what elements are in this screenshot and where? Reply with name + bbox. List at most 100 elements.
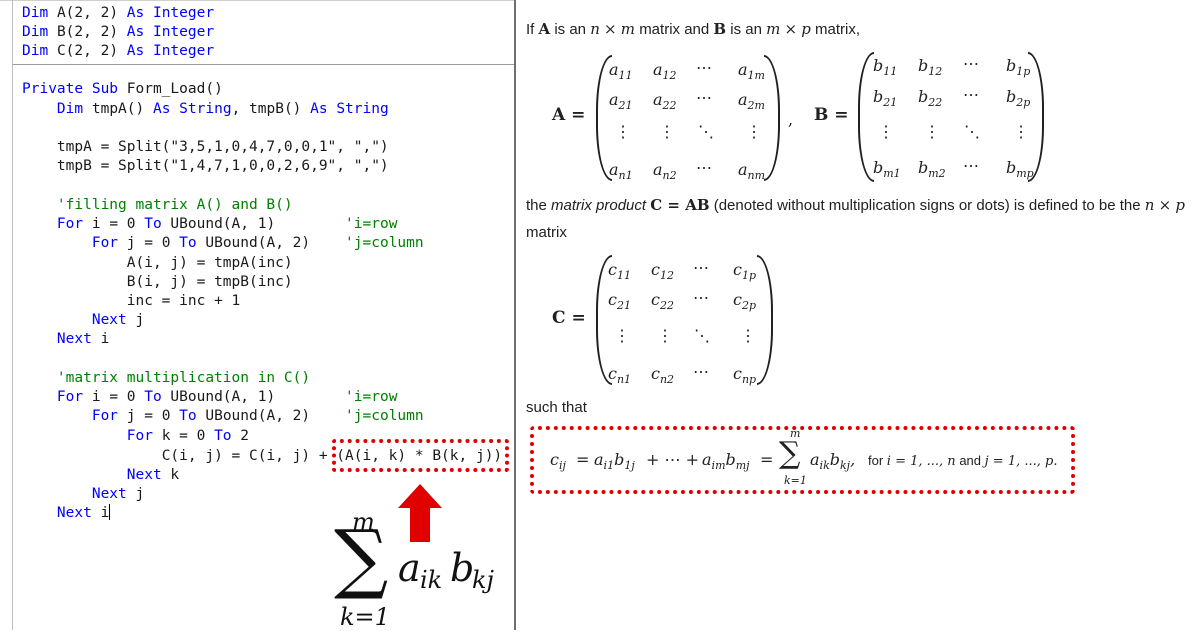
left-paren [858, 52, 874, 182]
sigma-symbol: ∑ [334, 513, 389, 602]
highlighted-expression: (A(i, k) * B(k, j)) [336, 448, 503, 464]
text: and [959, 453, 982, 468]
code-line-comment-mult[interactable]: 'matrix multiplication in C() [22, 369, 310, 388]
keyword: Dim [22, 24, 49, 40]
editor-top-border [0, 0, 514, 1]
math: n [1144, 196, 1155, 214]
procedure-separator [13, 64, 514, 65]
math: C = AB [650, 196, 710, 214]
code-line-for-i[interactable]: For i = 0 To UBound(A, 1) 'i=row [22, 215, 398, 234]
code-line-dim-tmp[interactable]: Dim tmpA() As String, tmpB() As String [22, 100, 389, 119]
formula-range-text: for i = 1, ..., n and j = 1, ..., p. [868, 453, 1057, 469]
code-line-dim-c[interactable]: Dim C(2, 2) As Integer [22, 42, 214, 61]
keyword: Dim [22, 43, 49, 59]
code-line-tmpb[interactable]: tmpB = Split("1,4,7,1,0,0,2,6,9", ",") [22, 157, 389, 176]
comment: 'i=row [345, 216, 398, 232]
matrix-c-label: C = [552, 308, 586, 328]
text: If [526, 21, 535, 38]
keyword: For [56, 389, 84, 405]
code-line-dim-a[interactable]: Dim A(2, 2) As Integer [22, 4, 214, 23]
code-editor[interactable]: Dim A(2, 2) As Integer Dim B(2, 2) As In… [0, 0, 514, 631]
text: matrix, [815, 21, 861, 38]
keyword: For [91, 235, 119, 251]
identifier: UBound(A, 2) [196, 235, 311, 251]
text: the [526, 197, 547, 214]
code-line-next-j[interactable]: Next j [22, 311, 144, 330]
comma: , [788, 110, 794, 129]
text: is an [554, 21, 587, 38]
code-line-for-j[interactable]: For j = 0 To UBound(A, 2) 'j=column [22, 234, 424, 253]
identifier: UBound(A, 1) [161, 389, 276, 405]
code-line-dim-b[interactable]: Dim B(2, 2) As Integer [22, 23, 214, 42]
sum-term-a-subscript: ik [420, 566, 443, 594]
keyword: Dim [22, 5, 49, 21]
red-up-arrow-icon [398, 484, 442, 542]
pane-divider[interactable] [514, 0, 516, 630]
emphasis-text: matrix product [551, 197, 647, 214]
code-line-for-k[interactable]: For k = 0 To 2 [22, 427, 249, 446]
code-line-for-j-2[interactable]: For j = 0 To UBound(A, 2) 'j=column [22, 407, 424, 426]
keyword: As Integer [126, 24, 215, 40]
keyword: Dim [56, 101, 84, 117]
math: i = 1, ..., n [886, 454, 956, 469]
identifier: i [91, 331, 110, 347]
math: × [784, 20, 798, 38]
keyword: For [91, 408, 119, 424]
keyword: Next [56, 331, 92, 347]
math: m [620, 20, 636, 38]
math: × [604, 20, 617, 38]
formula-highlight-box [530, 426, 1075, 494]
keyword: As String [310, 101, 389, 117]
code-line-next-j-2[interactable]: Next j [22, 485, 144, 504]
code-line-next-i[interactable]: Next i [22, 330, 109, 349]
matrix-a-label: A = [552, 105, 586, 125]
text: is an [730, 21, 762, 38]
code-line-a-assign[interactable]: A(i, j) = tmpA(inc) [22, 254, 293, 273]
comment: 'i=row [345, 389, 398, 405]
statement: tmpB = Split("1,4,7,1,0,0,2,6,9", ",") [56, 158, 389, 174]
text: matrix and [639, 21, 710, 38]
comment: 'j=column [345, 235, 424, 251]
math: p [1175, 196, 1185, 214]
comment: 'filling matrix A() and B() [56, 197, 293, 213]
matrix-b-label: B = [814, 105, 849, 125]
keyword: To [179, 235, 197, 251]
scrollbar[interactable] [1192, 0, 1200, 630]
math: j = 1, ..., p. [984, 454, 1058, 469]
keyword: As Integer [126, 5, 215, 21]
code-line-inc[interactable]: inc = inc + 1 [22, 292, 241, 311]
identifier: j = 0 [118, 408, 180, 424]
sum-lower-limit: k=1 [340, 603, 390, 631]
code-line-c-assign[interactable]: C(i, j) = C(i, j) + (A(i, k) * B(k, j)) [22, 447, 502, 466]
identifier: j [126, 486, 145, 502]
code-line-comment-fill[interactable]: 'filling matrix A() and B() [22, 196, 293, 215]
statement: B(i, j) = tmpB(inc) [126, 274, 293, 290]
keyword: As Integer [126, 43, 215, 59]
code-line-next-i-2[interactable]: Next i [22, 504, 111, 523]
comment: 'matrix multiplication in C() [56, 370, 311, 386]
code-line-next-k[interactable]: Next k [22, 466, 179, 485]
product-sentence: the matrix product C = AB (denoted witho… [526, 196, 1185, 214]
identifier: Form_Load() [126, 81, 223, 97]
code-line-tmpa[interactable]: tmpA = Split("3,5,1,0,4,7,0,0,1", ",") [22, 138, 389, 157]
identifier: tmpA() [91, 101, 145, 117]
keyword: To [144, 216, 162, 232]
keyword: As String [152, 101, 232, 117]
statement: tmpA = Split("3,5,1,0,4,7,0,0,1", ",") [56, 139, 389, 155]
identifier: i [91, 505, 110, 521]
text-cursor [109, 504, 111, 520]
keyword: Next [126, 467, 162, 483]
code-line-sub-decl[interactable]: Private Sub Form_Load() [22, 80, 223, 99]
code-highlight-box [332, 439, 509, 472]
right-paren [764, 55, 780, 181]
text: for [868, 453, 884, 468]
code-line-b-assign[interactable]: B(i, j) = tmpB(inc) [22, 273, 293, 292]
identifier: i = 0 [83, 216, 145, 232]
keyword: For [56, 216, 84, 232]
article-panel: If A is an n × m matrix and B is an m × … [516, 0, 1200, 630]
keyword: Next [91, 312, 127, 328]
math: × [1158, 196, 1172, 214]
math: m [766, 20, 781, 38]
code-line-for-i-2[interactable]: For i = 0 To UBound(A, 1) 'i=row [22, 388, 398, 407]
identifier: j [126, 312, 145, 328]
